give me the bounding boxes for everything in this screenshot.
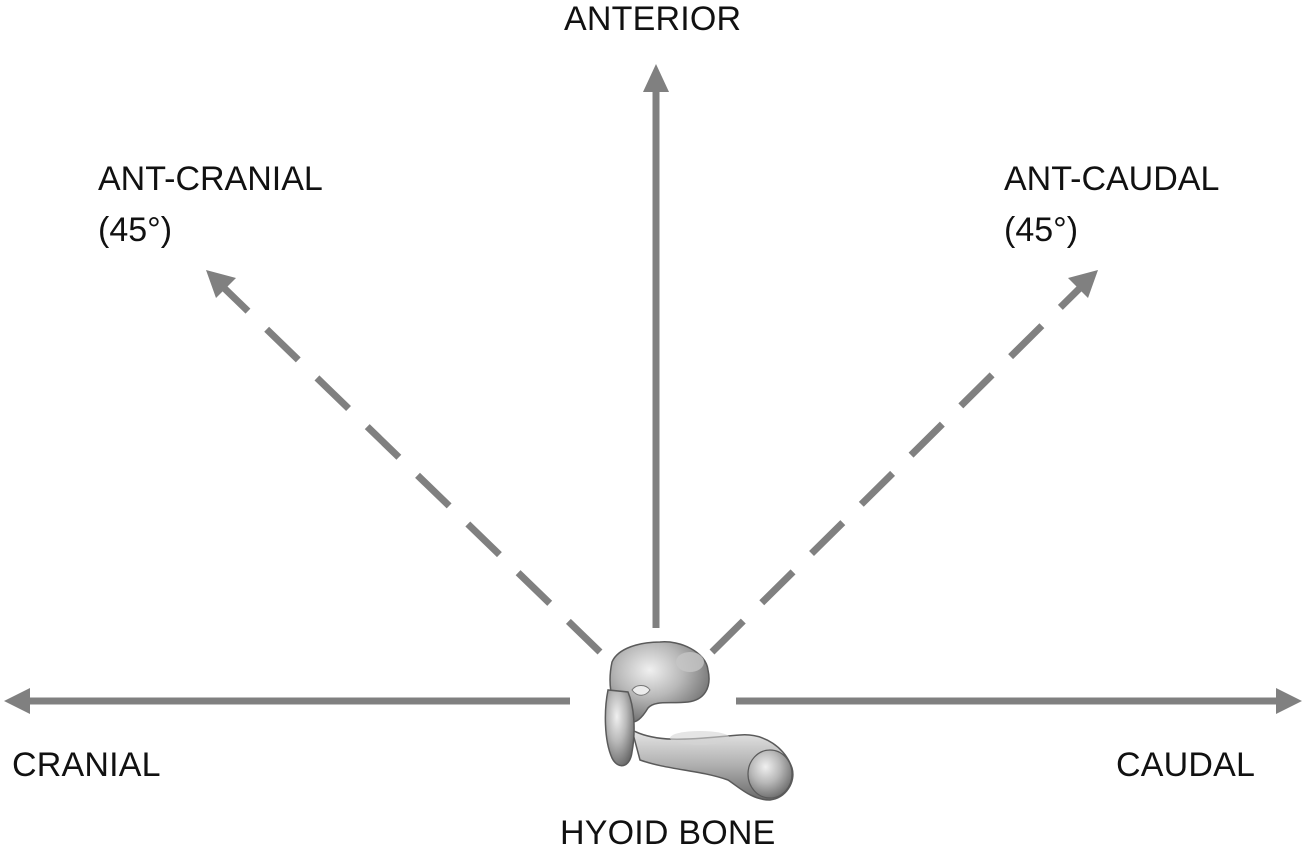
ant-cranial-arrow (206, 270, 603, 655)
ant-caudal-angle: (45°) (1004, 211, 1079, 249)
caudal-arrow (736, 688, 1302, 714)
ant-cranial-label: ANT-CRANIAL (45°) (98, 154, 323, 256)
caudal-label: CAUDAL (1116, 746, 1256, 784)
cranial-label: CRANIAL (12, 746, 161, 784)
ant-caudal-title: ANT-CAUDAL (1004, 160, 1220, 198)
hyoid-bone-label: HYOID BONE (560, 814, 776, 852)
anterior-arrow (643, 64, 669, 628)
ant-cranial-title: ANT-CRANIAL (98, 160, 323, 198)
ant-caudal-label: ANT-CAUDAL (45°) (1004, 154, 1219, 256)
hyoid-bone-image (604, 641, 794, 801)
ant-cranial-angle: (45°) (98, 211, 173, 249)
cranial-arrow (4, 688, 570, 714)
ant-caudal-arrow (709, 270, 1098, 655)
anterior-label: ANTERIOR (564, 0, 742, 38)
